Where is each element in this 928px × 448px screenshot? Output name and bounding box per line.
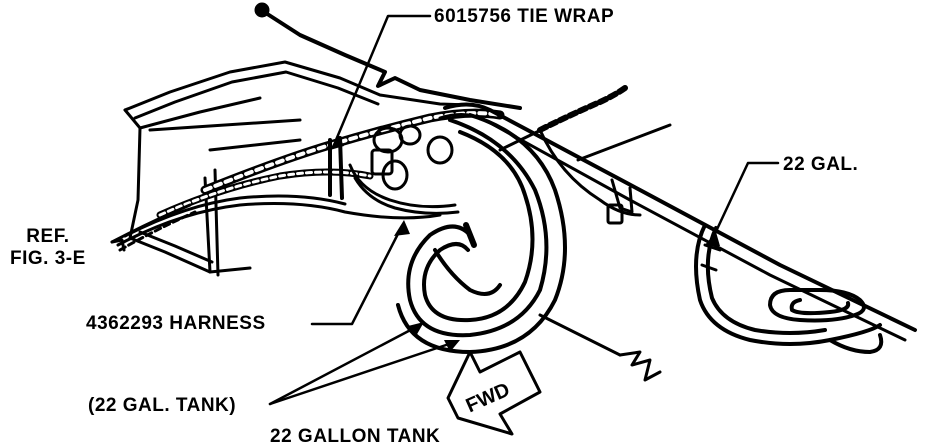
callout-22-gal-text: 22 GAL. [783, 154, 859, 175]
ref-wire [110, 203, 197, 252]
callout-ref-figure: REF. FIG. 3-E [10, 226, 86, 270]
leader-lines [268, 14, 780, 406]
callout-harness: 4362293 HARNESS [86, 313, 266, 335]
callout-harness-text: 4362293 HARNESS [86, 313, 266, 334]
callout-22-gal: 22 GAL. [783, 154, 858, 176]
forward-arrow: FWD [446, 350, 542, 436]
fastener-dot [254, 2, 270, 18]
callout-tie-wrap: 6015756 TIE WRAP [434, 6, 614, 28]
callout-22-gal-tank: (22 GAL. TANK) [88, 395, 236, 417]
frame-rail [110, 6, 522, 277]
callout-22-gallon-tank-text: 22 GALLON TANK [270, 426, 441, 447]
tank-hose-loop [396, 113, 662, 382]
leader-arrowheads [330, 134, 720, 352]
upper-wire [537, 85, 642, 217]
callout-tie-wrap-text: 6015756 TIE WRAP [434, 6, 615, 27]
callout-22-gal-tank-text: (22 GAL. TANK) [88, 395, 237, 416]
connector-cluster [328, 124, 460, 215]
gal-22-loop [694, 223, 884, 354]
callout-ref-line1: REF. [26, 226, 70, 247]
callout-22-gallon-tank: 22 GALLON TANK [270, 426, 440, 448]
callout-ref-line2: FIG. 3-E [10, 248, 86, 269]
